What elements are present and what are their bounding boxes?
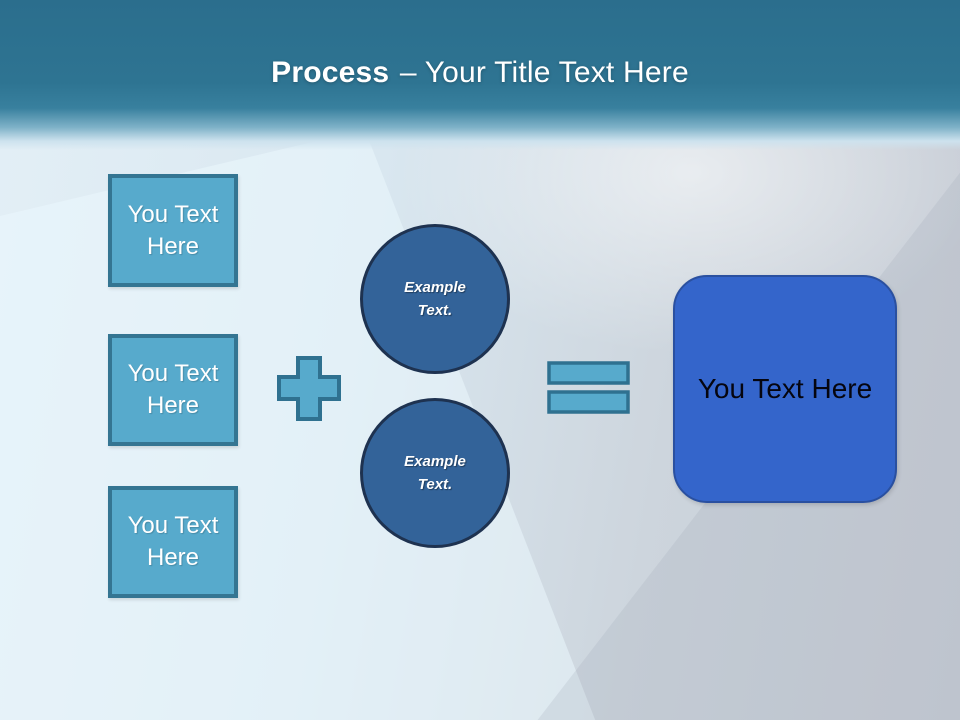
slide-title[interactable]: Process – Your Title Text Here	[0, 56, 960, 90]
input-box-2[interactable]: You Text Here	[108, 334, 238, 446]
slide-title-rest: – Your Title Text Here	[399, 56, 689, 89]
example-circle-2-label: Example Text.	[404, 452, 466, 493]
input-box-2-label: You Text Here	[127, 360, 219, 419]
input-box-3[interactable]: You Text Here	[108, 486, 238, 598]
equals-icon[interactable]	[547, 361, 631, 420]
example-circle-2[interactable]: Example Text.	[360, 398, 510, 548]
result-box[interactable]: You Text Here	[673, 275, 897, 503]
example-circle-1[interactable]: Example Text.	[360, 224, 510, 374]
input-box-1[interactable]: You Text Here	[108, 174, 238, 287]
slide-title-keyword: Process	[271, 56, 390, 89]
example-circle-1-label: Example Text.	[404, 278, 466, 319]
input-box-1-label: You Text Here	[127, 200, 219, 260]
header-band: Process – Your Title Text Here	[0, 0, 960, 150]
plus-icon[interactable]	[276, 355, 342, 427]
input-box-3-label: You Text Here	[127, 512, 219, 571]
result-box-label: You Text Here	[697, 373, 873, 404]
